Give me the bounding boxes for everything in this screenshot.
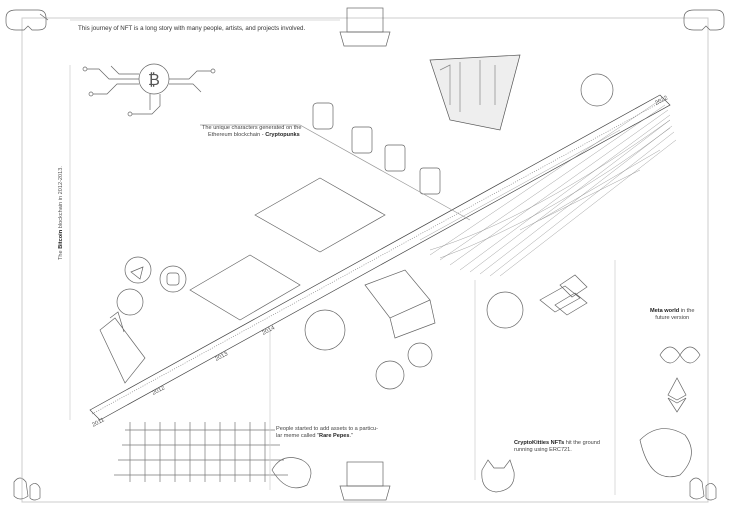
- windows-icon: [539, 274, 588, 316]
- city-image: [429, 54, 521, 131]
- ethereum-icon: [667, 377, 687, 413]
- note-line: People started to add assets to a partic…: [276, 426, 378, 432]
- controller-icon: [689, 477, 717, 501]
- vr-headset-icon: [683, 9, 725, 31]
- note-line: The unique characters generated on the: [202, 125, 302, 131]
- messenger-icons: [116, 256, 187, 316]
- meta-logo: [659, 346, 701, 364]
- pepe-frog: [271, 457, 312, 489]
- theater-seats: [114, 422, 288, 482]
- meta-note: Meta world in the future version: [650, 308, 694, 322]
- note-bold: Cryptopunks: [265, 132, 300, 138]
- frame: [21, 17, 709, 503]
- cryptokitties-note: CryptoKitties NFTs hit the ground runnin…: [514, 440, 600, 454]
- laptop-icon: [339, 461, 391, 501]
- cryptopunk-faces: [312, 102, 441, 195]
- cryptokitty: [481, 459, 515, 493]
- note-line: lar meme called ": [276, 433, 320, 439]
- hand-phone: [99, 311, 146, 384]
- note-line: running using ERC721.: [514, 447, 572, 453]
- note-line: future version: [655, 315, 690, 321]
- note-bold: Rare Pepes: [319, 433, 350, 439]
- bitcoin-icon: ₿: [82, 63, 216, 117]
- intro-text: This journey of NFT is a long story with…: [78, 25, 306, 32]
- note-line: Ethereum blockchain -: [208, 132, 266, 138]
- vr-headset-icon: [5, 9, 49, 31]
- note-line: .": [349, 433, 354, 439]
- perspective-lines: [419, 99, 677, 277]
- svg-text:₿: ₿: [148, 71, 160, 89]
- note-bold: Meta world: [650, 308, 680, 314]
- timeline-ruler: [89, 94, 671, 421]
- rare-pepes-note: People started to add assets to a partic…: [276, 426, 378, 440]
- laptop-center: [364, 269, 436, 339]
- laptop-icon: [339, 7, 391, 47]
- cryptopunks-note: The unique characters generated on the E…: [202, 125, 302, 139]
- bitcoin-note: The Bitcoin blockchain in 2012-2013.: [58, 166, 64, 260]
- note-line: hit the ground: [564, 440, 601, 446]
- note-text: The: [58, 248, 64, 260]
- assets-table: [254, 177, 386, 253]
- note-bold: Bitcoin: [58, 229, 64, 249]
- note-text: blockchain in 2012-2013.: [58, 166, 64, 230]
- note-line: in the: [679, 308, 695, 314]
- vr-person: [639, 428, 692, 478]
- controller-icon: [13, 477, 41, 501]
- note-bold: CryptoKitties NFTs: [514, 440, 565, 446]
